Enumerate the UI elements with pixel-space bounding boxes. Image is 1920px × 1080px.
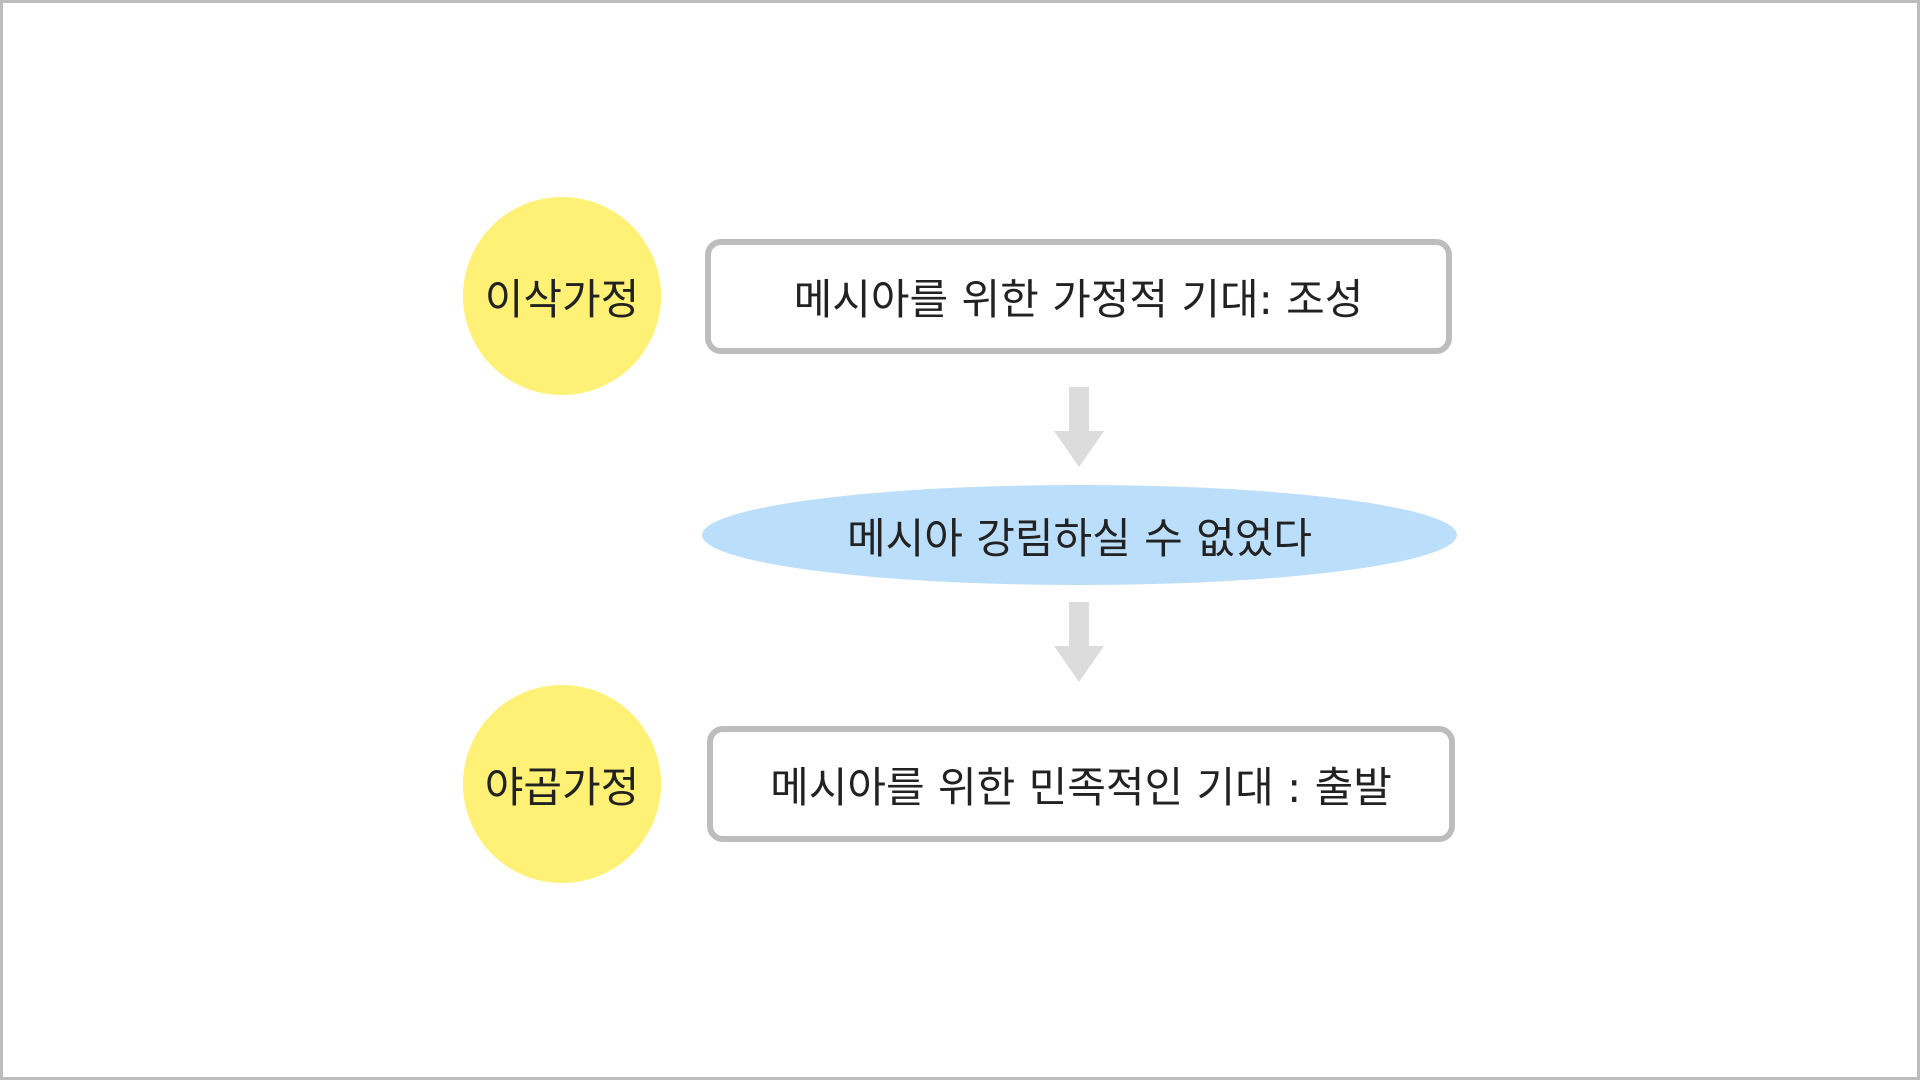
family-expectation-box: 메시아를 위한 가정적 기대: 조성: [705, 239, 1452, 354]
down-arrow-icon: [1054, 387, 1104, 467]
jacob-family-label: 야곱가정: [484, 762, 640, 812]
national-expectation-text: 메시아를 위한 민족적인 기대 : 출발: [770, 762, 1392, 812]
jacob-family-circle: 야곱가정: [463, 685, 661, 883]
down-arrow-icon: [1054, 602, 1104, 682]
isaac-family-circle: 이삭가정: [463, 197, 661, 395]
event-text: 메시아 강림하실 수 없었다: [846, 513, 1313, 563]
isaac-family-label: 이삭가정: [484, 274, 640, 324]
family-expectation-text: 메시아를 위한 가정적 기대: 조성: [793, 275, 1364, 324]
event-ellipse: 메시아 강림하실 수 없었다: [702, 485, 1457, 585]
national-expectation-box: 메시아를 위한 민족적인 기대 : 출발: [707, 726, 1455, 842]
